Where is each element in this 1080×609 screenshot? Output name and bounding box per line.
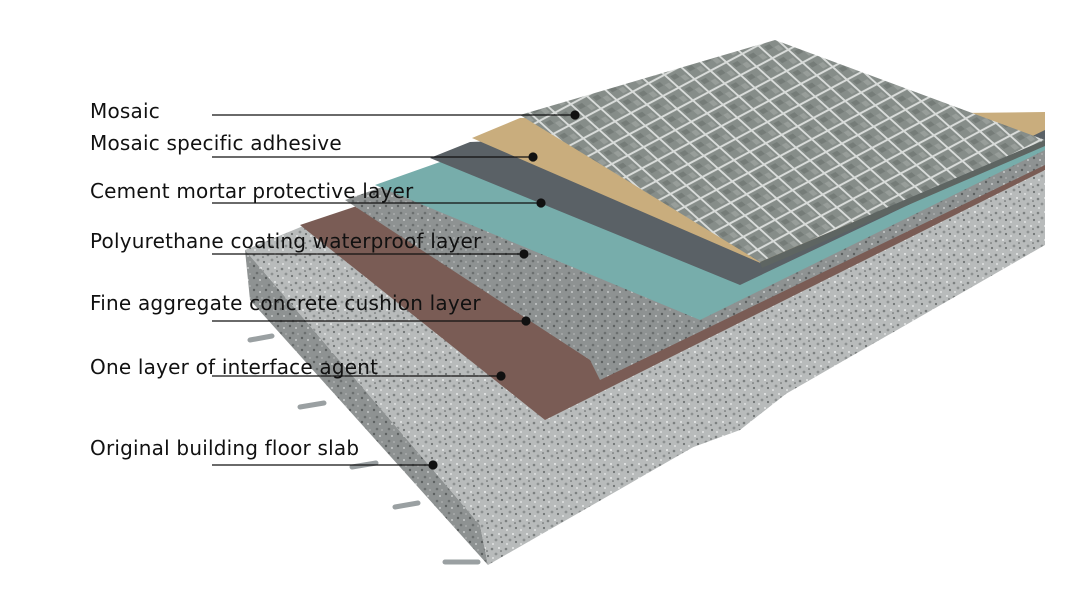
dot-waterproof [520, 250, 528, 258]
dot-mosaic [571, 111, 579, 119]
dot-interface [497, 372, 505, 380]
dot-slab [429, 461, 437, 469]
dot-cushion [522, 317, 530, 325]
label-interface: One layer of interface agent [90, 355, 378, 379]
label-mortar: Cement mortar protective layer [90, 179, 413, 203]
label-waterproof: Polyurethane coating waterproof layer [90, 229, 481, 253]
label-adhesive: Mosaic specific adhesive [90, 131, 342, 155]
label-slab: Original building floor slab [90, 436, 359, 460]
dot-mortar [537, 199, 545, 207]
dot-adhesive [529, 153, 537, 161]
label-cushion: Fine aggregate concrete cushion layer [90, 291, 481, 315]
label-mosaic: Mosaic [90, 99, 160, 123]
